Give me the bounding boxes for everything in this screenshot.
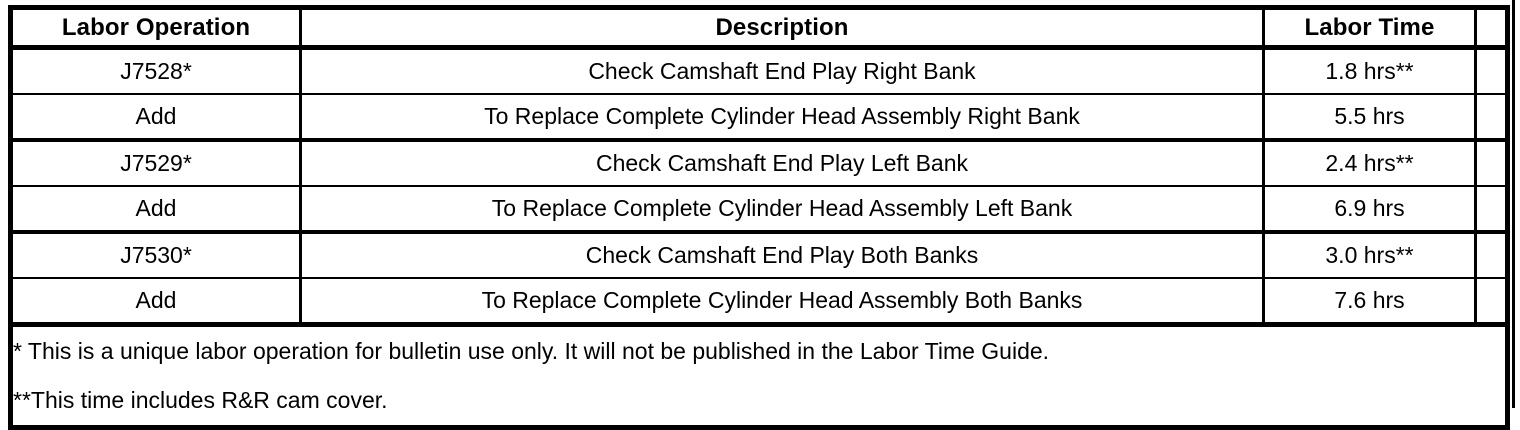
cell-description: To Replace Complete Cylinder Head Assemb… <box>300 94 1265 142</box>
cell-labor-operation: Add <box>10 94 302 142</box>
cell-description: Check Camshaft End Play Right Bank <box>300 47 1265 95</box>
table-body: J7528* Check Camshaft End Play Right Ban… <box>10 47 1508 428</box>
cell-labor-time: 1.8 hrs** <box>1263 47 1477 95</box>
cell-spacer <box>1474 47 1508 95</box>
table-notes-row: * This is a unique labor operation for b… <box>10 324 1508 428</box>
column-header-spacer <box>1474 7 1508 50</box>
table-header: Labor Operation Description Labor Time <box>10 7 1508 50</box>
cell-labor-operation: J7530* <box>10 232 302 279</box>
cell-description: To Replace Complete Cylinder Head Assemb… <box>300 186 1265 234</box>
table-header-row: Labor Operation Description Labor Time <box>10 7 1508 50</box>
cell-spacer <box>1474 94 1508 142</box>
column-header-description: Description <box>300 7 1265 50</box>
cell-description: To Replace Complete Cylinder Head Assemb… <box>300 278 1265 327</box>
cell-labor-time: 5.5 hrs <box>1263 94 1477 142</box>
cell-spacer <box>1474 186 1508 234</box>
footnote-spacer <box>13 363 1505 389</box>
footnote-double-asterisk: **This time includes R&R cam cover. <box>13 387 388 413</box>
cell-labor-operation: Add <box>10 186 302 234</box>
table-row: J7528* Check Camshaft End Play Right Ban… <box>10 47 1508 95</box>
table-row: Add To Replace Complete Cylinder Head As… <box>10 186 1508 234</box>
cell-description: Check Camshaft End Play Left Bank <box>300 140 1265 187</box>
footnote-single-asterisk: * This is a unique labor operation for b… <box>13 338 1050 364</box>
cell-labor-time: 3.0 hrs** <box>1263 232 1477 279</box>
cell-labor-time: 2.4 hrs** <box>1263 140 1477 187</box>
table-row: J7530* Check Camshaft End Play Both Bank… <box>10 232 1508 279</box>
cell-labor-operation: J7529* <box>10 140 302 187</box>
table-row: J7529* Check Camshaft End Play Left Bank… <box>10 140 1508 187</box>
labor-operation-table: Labor Operation Description Labor Time J… <box>8 5 1510 430</box>
cell-spacer <box>1474 278 1508 327</box>
cell-description: Check Camshaft End Play Both Banks <box>300 232 1265 279</box>
cell-labor-operation: J7528* <box>10 47 302 95</box>
column-header-labor-time: Labor Time <box>1263 7 1477 50</box>
cell-spacer <box>1474 232 1508 279</box>
footnotes-cell: * This is a unique labor operation for b… <box>10 324 1508 428</box>
table-row: Add To Replace Complete Cylinder Head As… <box>10 278 1508 327</box>
cell-labor-time: 7.6 hrs <box>1263 278 1477 327</box>
labor-operation-table-page: Labor Operation Description Labor Time J… <box>8 0 1515 430</box>
table-row: Add To Replace Complete Cylinder Head As… <box>10 94 1508 142</box>
cell-spacer <box>1474 140 1508 187</box>
page-edge-rule <box>1512 0 1515 408</box>
cell-labor-operation: Add <box>10 278 302 327</box>
cell-labor-time: 6.9 hrs <box>1263 186 1477 234</box>
column-header-labor-operation: Labor Operation <box>10 7 302 50</box>
